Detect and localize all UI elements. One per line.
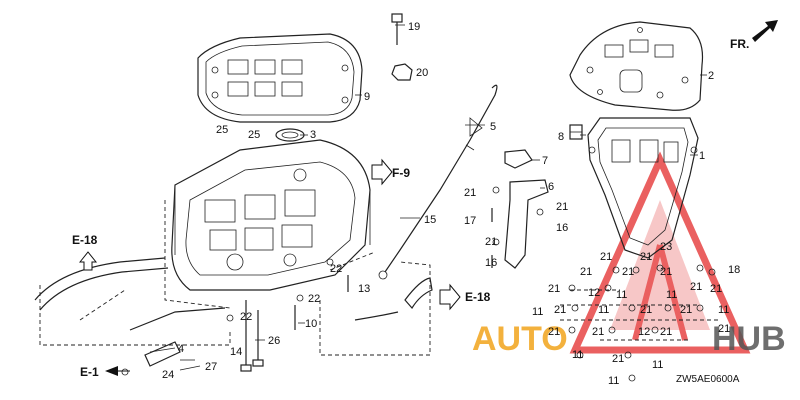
leader-lines	[179, 24, 707, 371]
callout-25b: 25	[248, 129, 260, 141]
callout-21i: 21	[548, 283, 560, 295]
gasket-9	[197, 33, 363, 123]
callout-8: 8	[558, 131, 564, 143]
callout-21a: 21	[464, 187, 476, 199]
callout-21r: 21	[718, 323, 730, 335]
bolt-26	[252, 310, 264, 367]
callout-11a: 11	[616, 289, 627, 301]
callout-13: 13	[358, 283, 370, 295]
callout-27: 27	[205, 361, 217, 373]
callout-4: 4	[178, 343, 184, 355]
hose-left	[34, 257, 226, 331]
callout-21h: 21	[660, 266, 672, 278]
callout-11g: 11	[652, 359, 663, 371]
callout-21c: 21	[485, 236, 497, 248]
callout-12b: 12	[638, 326, 650, 338]
callout-21m: 21	[640, 304, 652, 316]
callout-5: 5	[490, 121, 496, 133]
reference-e1[interactable]: E-1	[80, 365, 99, 379]
arrow-e1-icon	[105, 366, 130, 376]
arrow-f9-icon	[371, 158, 393, 186]
callout-21o: 21	[548, 326, 560, 338]
callout-21s: 21	[612, 353, 624, 365]
callout-10: 10	[305, 318, 317, 330]
callout-12: 12	[588, 287, 600, 299]
callout-3: 3	[310, 129, 316, 141]
callout-15: 15	[424, 214, 436, 226]
front-arrow-icon	[752, 20, 778, 42]
reference-e18-right[interactable]: E-18	[465, 290, 491, 304]
reference-e18-left[interactable]: E-18	[72, 233, 98, 247]
gasket-2	[569, 21, 704, 111]
bolt-19	[391, 13, 403, 45]
fastener-washers	[121, 186, 716, 382]
callout-1: 1	[699, 150, 705, 162]
callout-21q: 21	[660, 326, 672, 338]
callout-24: 24	[162, 369, 174, 381]
callout-6: 6	[548, 181, 554, 193]
callout-23: 23	[660, 241, 672, 253]
callout-11e: 11	[718, 304, 729, 316]
callout-11b: 11	[666, 289, 677, 301]
callout-9: 9	[364, 91, 370, 103]
callout-11f: 11	[572, 349, 583, 361]
watermark-logo: AUTO HUB	[472, 151, 786, 358]
callout-21j: 21	[690, 281, 702, 293]
dipstick-5	[378, 84, 498, 280]
front-direction-indicator: FR.	[730, 20, 778, 51]
oil-pan-body	[171, 139, 371, 291]
callout-21k: 21	[710, 283, 722, 295]
oil-strainer-4	[144, 341, 181, 367]
watermark-text-left: AUTO	[472, 320, 568, 358]
callout-17: 17	[464, 215, 476, 227]
dashed-outline-left	[39, 200, 231, 346]
dashed-outline-right	[319, 251, 431, 356]
nut-20	[391, 63, 413, 81]
callout-21f: 21	[580, 266, 592, 278]
callout-22b: 22	[308, 293, 320, 305]
callout-16b: 16	[485, 257, 497, 269]
callout-11h: 11	[608, 375, 619, 387]
callout-21g: 21	[622, 266, 634, 278]
callout-26: 26	[268, 335, 280, 347]
callout-18: 18	[728, 264, 740, 276]
callout-20: 20	[416, 67, 428, 79]
oil-seal-3	[275, 128, 305, 142]
callout-19: 19	[408, 21, 420, 33]
callout-21p: 21	[592, 326, 604, 338]
callout-21e: 21	[640, 251, 652, 263]
pipe-6	[504, 179, 549, 269]
callout-22a: 22	[330, 263, 342, 275]
callout-22c: 22	[240, 311, 252, 323]
plug-8	[569, 124, 583, 140]
dashed-lines-right-bolts	[560, 289, 720, 341]
drawing-code: ZW5AE0600A	[676, 374, 740, 385]
callout-16a: 16	[556, 222, 568, 234]
callout-21b: 21	[556, 201, 568, 213]
callout-21d: 21	[600, 251, 612, 263]
callout-21l: 21	[554, 304, 566, 316]
callout-21n: 21	[680, 304, 692, 316]
extension-case-1	[587, 117, 699, 259]
bolt-14	[240, 300, 252, 372]
callout-7: 7	[542, 155, 548, 167]
front-direction-label: FR.	[730, 37, 749, 51]
reference-f9[interactable]: F-9	[392, 166, 410, 180]
arrow-e18-left-icon	[78, 251, 98, 271]
callout-14: 14	[230, 346, 242, 358]
arrow-e18-right-icon	[439, 283, 461, 311]
callout-11d: 11	[598, 304, 609, 316]
bracket-7	[504, 149, 533, 169]
callout-11c: 11	[532, 306, 543, 318]
callout-25a: 25	[216, 124, 228, 136]
hose-right	[354, 277, 433, 321]
callout-2: 2	[708, 70, 714, 82]
watermark-text-right: HUB	[712, 320, 786, 358]
